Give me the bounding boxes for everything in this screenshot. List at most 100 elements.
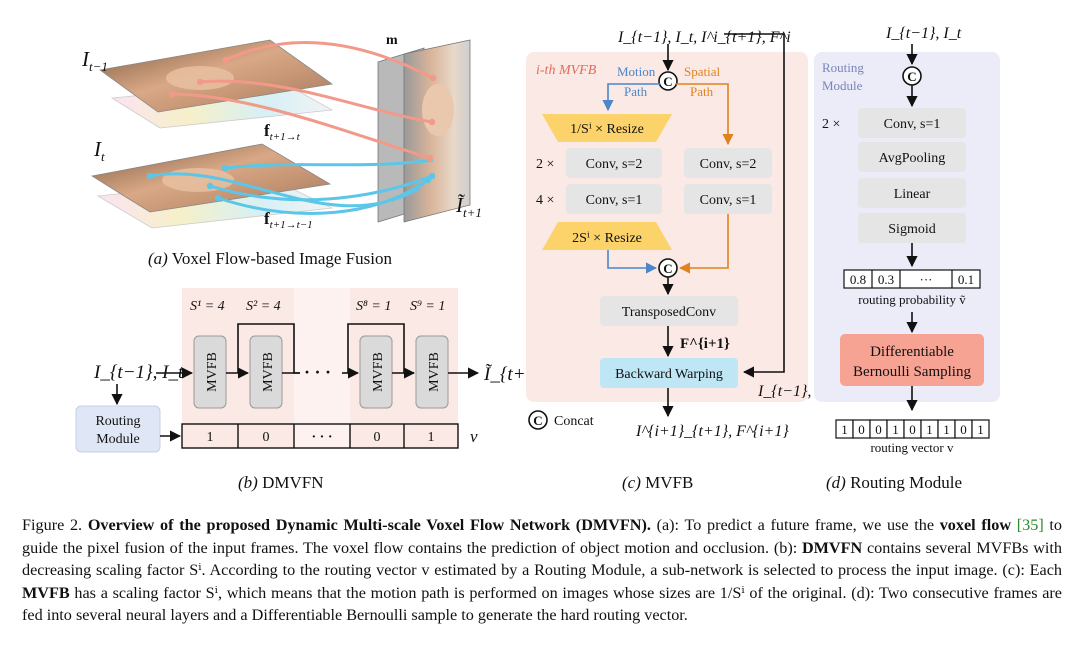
label-i-cur: It xyxy=(93,137,105,164)
spatial-path-l2: Path xyxy=(690,84,714,99)
caption-b: (b) DMVFN xyxy=(238,473,323,492)
caption-a: (a) Voxel Flow-based Image Fusion xyxy=(148,249,392,268)
routing-module-b-l2: Module xyxy=(96,432,140,447)
resize-up xyxy=(542,222,672,250)
panel-c: I_{t−1}, I_t, I^i_{t+1}, F^i i-th MVFB M… xyxy=(526,29,834,492)
prob-label: routing probability ṽ xyxy=(858,292,966,307)
concat-bottom-label: C xyxy=(663,261,672,276)
layer-linear-label: Linear xyxy=(894,187,931,202)
bernoulli-sampling xyxy=(840,334,984,386)
concat-top-label: C xyxy=(663,74,672,89)
mvfb-label-8: MVFB xyxy=(371,352,386,392)
caption-mvfb: MVFB xyxy=(22,583,70,602)
mult-d: 2 × xyxy=(822,117,840,132)
label-output: Ĩt+1 xyxy=(455,193,482,220)
layer-linear xyxy=(858,178,966,208)
caption-fig: Figure 2. xyxy=(22,516,83,534)
concat-top xyxy=(658,71,678,91)
panel-d: I_{t−1}, I_t C Routing Module 2 × Conv, … xyxy=(814,25,1000,492)
concat-legend-symbol-label: C xyxy=(533,413,542,428)
concat-legend-symbol xyxy=(528,410,548,430)
resize-up-label: 2Sⁱ × Resize xyxy=(572,231,642,246)
scale-9: S⁹ = 1 xyxy=(410,299,445,314)
sampling-l2: Bernoulli Sampling xyxy=(853,364,971,380)
spatial-path-l1: Spatial xyxy=(684,64,720,79)
routing-module-b xyxy=(75,405,161,453)
flow-endpoints xyxy=(146,56,437,202)
caption-cite[interactable]: [35] xyxy=(1016,516,1044,534)
vector-d-value: 0 xyxy=(960,422,967,437)
dots-middle: · · · xyxy=(304,362,331,382)
vector-d-value: 0 xyxy=(875,422,882,437)
scale-2: S² = 4 xyxy=(246,299,281,314)
vector-d-value: 1 xyxy=(841,422,848,437)
layer-sigmoid-label: Sigmoid xyxy=(888,222,935,237)
sampling-l1: Differentiable xyxy=(870,344,954,360)
panel-b: S¹ = 4 S² = 4 S⁸ = 1 S⁹ = 1 MVFB MVFB MV… xyxy=(75,288,543,492)
prob-dots: ··· xyxy=(920,272,933,287)
vector-d-cell xyxy=(971,419,990,439)
prob-last: 0.1 xyxy=(958,272,974,287)
backward-warping xyxy=(600,358,738,388)
layer-avgpool xyxy=(858,142,966,172)
vector-d-value: 1 xyxy=(943,422,950,437)
scale-1: S¹ = 4 xyxy=(190,299,225,314)
title-d-l2: Module xyxy=(822,78,863,93)
resize-down xyxy=(542,114,672,142)
layer-sigmoid xyxy=(858,213,966,243)
outputs-c: I^{i+1}_{t+1}, F^{i+1} xyxy=(635,423,789,440)
conv-s2-motion-label: Conv, s=2 xyxy=(586,157,643,172)
vector-d-value: 0 xyxy=(909,422,916,437)
mvfb-label-9: MVFB xyxy=(427,352,442,392)
conv-s2-motion xyxy=(566,148,662,178)
caption-dmvfn: DMVFN xyxy=(801,538,863,557)
label-i-prev: It−1 xyxy=(81,47,108,74)
concat-d-label: C xyxy=(907,69,916,84)
conv-s1-spatial-label: Conv, s=1 xyxy=(700,193,757,208)
backward-warping-label: Backward Warping xyxy=(615,367,723,382)
caption-p2: to guide the pixel fusion of the input f… xyxy=(22,516,1063,557)
caption-voxel-flow: voxel flow xyxy=(939,516,1012,534)
figure-caption: Figure 2. Overview of the proposed Dynam… xyxy=(22,514,1062,627)
vec-b-1: 0 xyxy=(263,430,270,445)
title-c: i-th MVFB xyxy=(536,63,597,78)
mvfb-blocks: MVFB MVFB MVFB MVFB xyxy=(193,335,449,409)
flow-curves xyxy=(149,40,434,215)
conv-s2-spatial-label: Conv, s=2 xyxy=(700,157,757,172)
transposed-conv-label: TransposedConv xyxy=(622,305,716,320)
input-b: I_{t−1}, I_t xyxy=(93,362,184,383)
prob-1: 0.3 xyxy=(878,272,894,287)
motion-path-l1: Motion xyxy=(617,64,656,79)
caption-p1: (a): To predict a future frame, we use t… xyxy=(650,516,940,534)
inputs-c: I_{t−1}, I_t, I^i_{t+1}, F^i xyxy=(617,29,791,46)
concat-legend: Concat xyxy=(554,414,594,429)
vector-symbol-b: v xyxy=(470,427,478,446)
mult-4-c: 4 × xyxy=(536,193,554,208)
vec-b-3: 0 xyxy=(374,430,381,445)
feature-label: F^{i+1} xyxy=(680,336,730,352)
scale-8: S⁸ = 1 xyxy=(356,299,391,314)
mult-2-c: 2 × xyxy=(536,157,554,172)
vec-b-2: · · · xyxy=(311,430,332,445)
vector-d-value: 0 xyxy=(858,422,865,437)
conv-s2-spatial xyxy=(684,148,772,178)
routing-probability: 0.8 0.3 ··· 0.1 xyxy=(843,269,981,289)
conv-s1-motion-label: Conv, s=1 xyxy=(586,193,643,208)
resize-down-label: 1/Sⁱ × Resize xyxy=(570,122,644,137)
routing-module-b-l1: Routing xyxy=(95,414,140,429)
vec-b-4: 1 xyxy=(428,430,435,445)
prob-0: 0.8 xyxy=(850,272,866,287)
conv-s1-motion xyxy=(566,184,662,214)
mvfb-label-2: MVFB xyxy=(261,352,276,392)
label-flow-bwd: ft+1→t−1 xyxy=(264,209,313,231)
transposed-conv xyxy=(600,296,738,326)
vector-d-value: 1 xyxy=(892,422,899,437)
label-mask: m xyxy=(386,33,398,48)
vec-b-0: 1 xyxy=(207,430,214,445)
title-d-l1: Routing xyxy=(822,60,864,75)
caption-p4: has a scaling factor Sⁱ, which means tha… xyxy=(22,583,1062,625)
layer-avgpool-label: AvgPooling xyxy=(879,151,946,166)
caption-p3: contains several MVFBs with decreasing s… xyxy=(22,538,1062,580)
motion-path-l2: Path xyxy=(624,84,648,99)
